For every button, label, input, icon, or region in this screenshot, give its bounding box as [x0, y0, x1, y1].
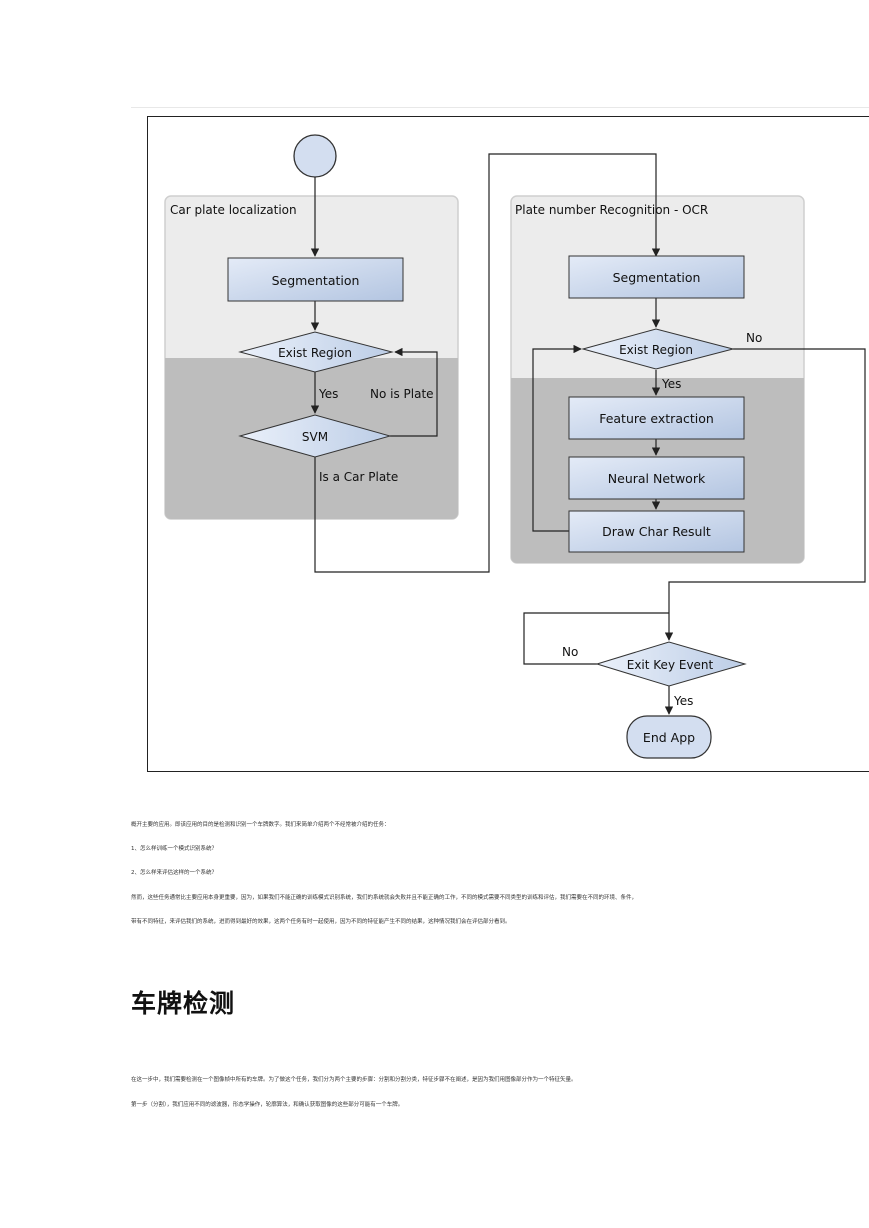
paragraph-question-1: 1、怎么样训练一个模式识别系统？ — [131, 846, 218, 852]
edge-label-yes-1: Yes — [318, 387, 338, 401]
edge-label-is-a-car-plate: Is a Car Plate — [319, 470, 398, 484]
node-draw-char-result: Draw Char Result — [568, 510, 745, 553]
svg-text:Draw Char Result: Draw Char Result — [602, 524, 711, 539]
decision-svm: SVM — [238, 414, 392, 458]
edge-label-no-2: No — [746, 331, 762, 345]
svg-text:Neural Network: Neural Network — [608, 471, 706, 486]
edge-label-no-3: No — [562, 645, 578, 659]
section-heading-plate-detection: 车牌检测 — [131, 989, 236, 1018]
paragraph-importance: 然而，这些任务通常比主要应用本身更重要，因为，如果我们不能正确的训练模式识别系统… — [131, 895, 638, 901]
decision-exist-region-ocr: Exist Region — [581, 328, 735, 370]
edge-label-no-is-plate: No is Plate — [370, 387, 434, 401]
svg-text:Exit Key Event: Exit Key Event — [627, 658, 714, 672]
decision-exist-region-localization: Exist Region — [238, 331, 394, 373]
svg-text:Exist Region: Exist Region — [278, 346, 352, 360]
node-feature-extraction: Feature extraction — [568, 396, 745, 440]
node-segmentation-ocr: Segmentation — [568, 255, 745, 299]
anpr-flowchart: Car plate localization Plate number Reco… — [164, 134, 866, 759]
paragraph-question-2: 2、怎么样来评估这样的一个系统？ — [131, 870, 218, 876]
group-title-localization: Car plate localization — [170, 203, 297, 217]
svg-text:SVM: SVM — [302, 430, 328, 444]
decision-exit-key-event: Exit Key Event — [595, 641, 747, 687]
svg-text:Segmentation: Segmentation — [613, 270, 701, 285]
group-title-ocr: Plate number Recognition - OCR — [515, 203, 708, 217]
svg-text:Exist Region: Exist Region — [619, 343, 693, 357]
svg-text:Segmentation: Segmentation — [272, 273, 360, 288]
group-plate-number-recognition: Plate number Recognition - OCR — [510, 195, 805, 564]
edge-label-yes-3: Yes — [673, 694, 693, 708]
svg-text:Feature extraction: Feature extraction — [599, 411, 714, 426]
node-neural-network: Neural Network — [568, 456, 745, 500]
svg-text:End App: End App — [643, 730, 695, 745]
paragraph-segmentation-step: 第一步（分割），我们应用不同的滤波器，形态学操作，轮廓算法，和确认获取图像的这些… — [131, 1102, 404, 1108]
start-node — [293, 134, 337, 178]
connectors — [310, 153, 866, 715]
node-segmentation-localization: Segmentation — [227, 257, 404, 302]
paragraph-evaluation: 带有不同特征，来评估我们的系统，进而得到最好的效果，这两个任务有时一起使用，因为… — [131, 919, 511, 925]
edge-label-yes-2: Yes — [661, 377, 681, 391]
top-divider — [131, 107, 869, 108]
end-node: End App — [626, 715, 712, 759]
paragraph-intro: 概开主要的应用。即该应用的目的是检测和识别一个车牌数字。我们来简单介绍两个不经常… — [131, 822, 390, 828]
paragraph-detection-overview: 在这一步中，我们需要检测在一个图像帧中所有的车牌。为了做这个任务，我们分为两个主… — [131, 1077, 577, 1083]
